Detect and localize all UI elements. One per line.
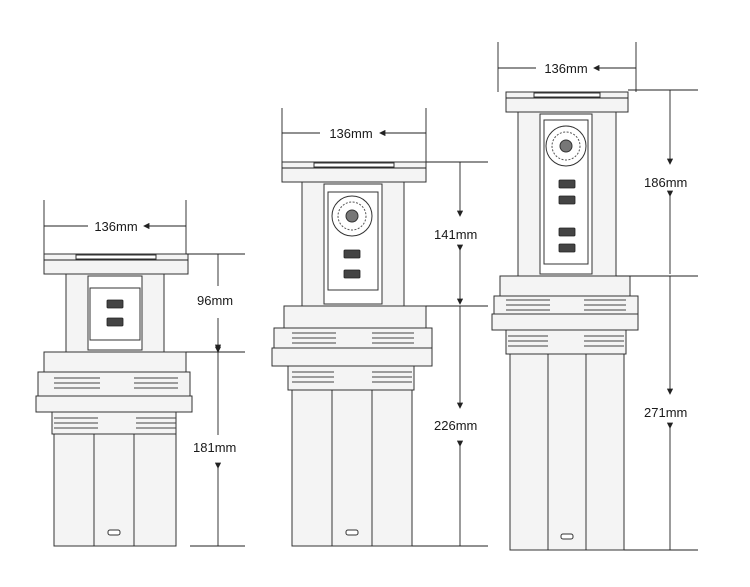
usb-port-icon — [558, 243, 576, 253]
body — [53, 433, 177, 547]
top-dim-label: 96mm — [197, 293, 233, 308]
flange — [35, 395, 193, 413]
width-label: 136mm — [544, 61, 587, 76]
usb-port-icon — [106, 299, 124, 309]
unit-small: 136mm 96mm 181mm — [35, 200, 245, 547]
usb-port-icon — [558, 179, 576, 189]
usb-port-icon — [558, 195, 576, 205]
usb-port-icon — [558, 227, 576, 237]
base-slot-icon — [107, 529, 121, 536]
collar — [283, 305, 427, 329]
collar — [499, 275, 631, 297]
base-slot-icon — [560, 533, 574, 540]
collar — [43, 351, 187, 373]
usb-port-icon — [343, 269, 361, 279]
outlet-panel — [89, 287, 141, 341]
base-slot-icon — [345, 529, 359, 536]
top-dim-label: 141mm — [434, 227, 477, 242]
usb-port-icon — [106, 317, 124, 327]
flange — [271, 347, 433, 367]
bottom-dim-label: 226mm — [434, 418, 477, 433]
usb-port-icon — [343, 249, 361, 259]
bottom-dim-label: 271mm — [644, 405, 687, 420]
unit-large: 136mm 186mm 271mm — [491, 42, 698, 551]
top-dim-label: 186mm — [644, 175, 687, 190]
body — [509, 353, 625, 551]
width-label: 136mm — [94, 219, 137, 234]
flange — [491, 313, 639, 331]
body — [291, 389, 413, 547]
width-label: 136mm — [329, 126, 372, 141]
bottom-dim-label: 181mm — [193, 440, 236, 455]
unit-medium: 136mm 141mm 226mm — [271, 108, 488, 547]
